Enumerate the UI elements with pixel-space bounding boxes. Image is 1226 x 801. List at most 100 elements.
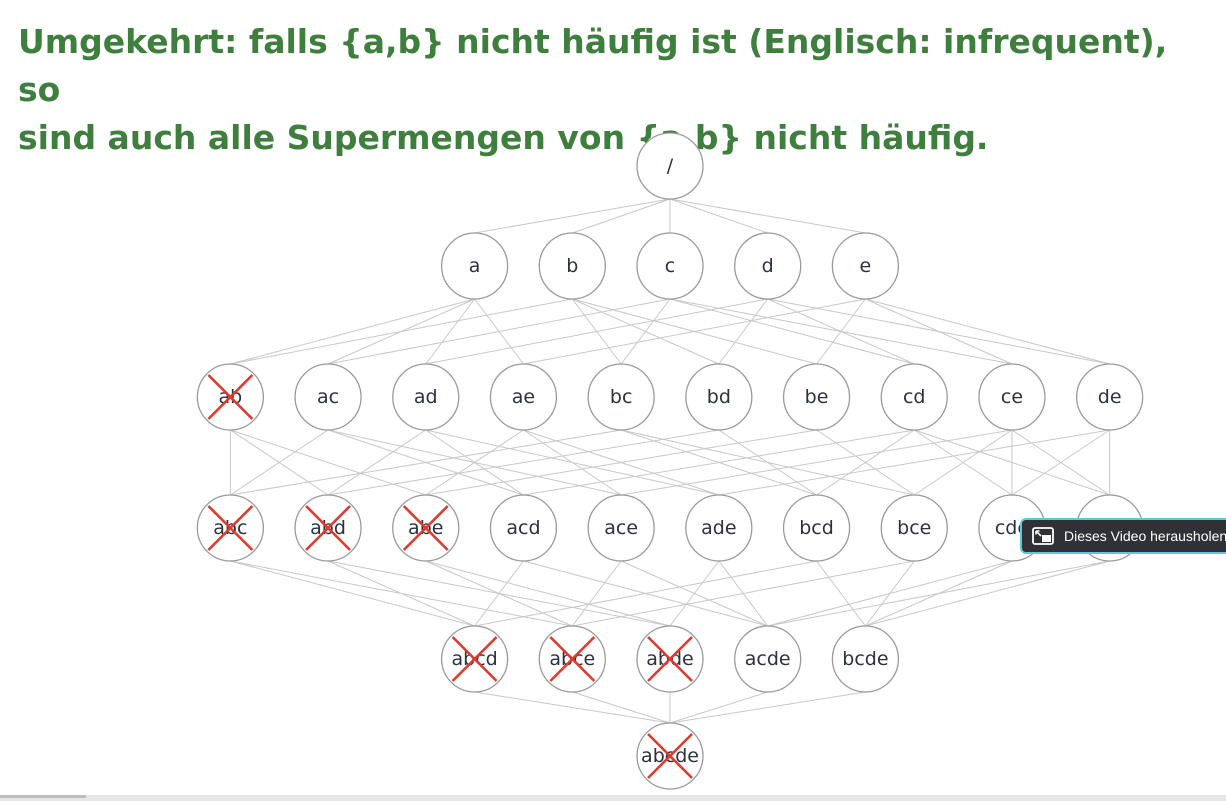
lattice-edge (816, 429, 915, 496)
lattice-edge (230, 298, 475, 365)
lattice-node-label: / (667, 155, 674, 177)
lattice-edge (571, 560, 622, 627)
lattice-edge (865, 298, 1110, 365)
lattice-edge (230, 298, 573, 365)
lattice-node-label: bcd (799, 517, 834, 539)
lattice-node-circle (489, 363, 558, 431)
lattice-node-circle (734, 625, 802, 693)
lattice-node: d (734, 232, 802, 300)
lattice-edge (425, 560, 671, 627)
cross-mark (207, 374, 254, 420)
lattice-node: bcde (831, 625, 900, 693)
lattice-node-circle (734, 232, 802, 300)
lattice-node-circle (587, 494, 655, 562)
lattice-node: ace (587, 494, 655, 562)
lattice-node: bd (685, 363, 753, 431)
lattice-node-circle (880, 363, 948, 431)
lattice-node-label: bd (707, 386, 731, 408)
lattice-node: abce (538, 625, 606, 693)
slide-heading-line-2: sind auch alle Supermengen von {a,b} nic… (18, 118, 989, 157)
lattice-node: abc (196, 494, 265, 562)
lattice-node: be (782, 363, 851, 431)
lattice-node: abe (392, 494, 460, 562)
lattice-nodes: /abcdeabacadaebcbdbecdcedeabcabdabeacdac… (196, 132, 1144, 790)
lattice-node-label: b (566, 255, 578, 277)
slide-text: Umgekehrt: falls {a,b} nicht häufig ist … (18, 18, 1208, 162)
lattice-edge (523, 429, 915, 496)
lattice-node: ae (489, 363, 558, 431)
lattice-node-label: ade (701, 517, 736, 539)
lattice-edge (865, 298, 1013, 365)
lattice-node: ad (392, 363, 460, 431)
lattice-edge (767, 560, 1110, 627)
lattice-node-label: c (665, 255, 675, 277)
lattice-node-label: ace (604, 517, 638, 539)
lattice-node-circle (782, 363, 851, 431)
lattice-edge (767, 560, 1013, 627)
lattice-node-circle (489, 494, 558, 562)
lattice-edge (718, 429, 1110, 496)
lattice-node: cd (880, 363, 948, 431)
lattice-edge (327, 429, 719, 496)
lattice-node-label: ad (414, 386, 438, 408)
lattice-node-circle (587, 363, 655, 431)
lattice-node-label: e (860, 255, 872, 277)
lattice-node-label: bce (897, 517, 931, 539)
lattice-edge (669, 691, 768, 724)
lattice-edge (425, 429, 817, 496)
lattice-node-label: acd (506, 517, 540, 539)
lattice-node: a (440, 232, 509, 300)
cross-mark (647, 636, 693, 682)
lattice-node-label: ac (317, 386, 339, 408)
lattice-edge (474, 198, 671, 234)
lattice-node-label: bc (610, 386, 633, 408)
video-progress-bar[interactable] (0, 795, 1226, 801)
lattice-edge (230, 429, 426, 496)
lattice-node: abde (636, 625, 704, 693)
lattice-node-label: acde (745, 648, 791, 670)
lattice-edge (718, 429, 817, 496)
lattice-edge (669, 691, 866, 724)
lattice-edge (474, 691, 671, 724)
lattice-node: abd (294, 494, 362, 562)
lattice-edge (230, 560, 475, 627)
lattice-edge (572, 691, 671, 724)
lattice-node-circle (978, 363, 1046, 431)
cross-mark (451, 636, 498, 682)
lattice-edge (816, 560, 866, 627)
cross-mark (305, 505, 351, 551)
lattice-node: de (1076, 363, 1144, 431)
lattice-edge (230, 429, 329, 496)
lattice-node-circle (538, 232, 606, 300)
lattice-node-label: a (469, 255, 481, 277)
lattice-edge (327, 429, 427, 496)
lattice-edge (621, 429, 1013, 496)
lattice-edge (669, 298, 915, 365)
lattice-edge (816, 298, 866, 365)
lattice-edge (230, 429, 622, 496)
pip-button[interactable]: Dieses Video herausholen (1020, 518, 1226, 554)
lattice-node-circle (831, 625, 900, 693)
lattice-node: acde (734, 625, 802, 693)
lattice-node: ac (294, 363, 362, 431)
lattice-node-circle (636, 132, 704, 200)
lattice-node: bcd (782, 494, 851, 562)
cross-mark (647, 733, 693, 779)
lattice-node: acd (489, 494, 558, 562)
lattice-node: e (831, 232, 900, 300)
lattice-node-label: cd (903, 386, 926, 408)
lattice-edge (327, 560, 475, 627)
lattice-edge (865, 560, 1110, 627)
lattice-edge (669, 560, 720, 627)
lattice-node-label: bcde (842, 648, 888, 670)
video-progress-fill (0, 795, 86, 798)
lattice-edge (425, 298, 768, 365)
lattice-edge (474, 560, 817, 627)
lattice-node: b (538, 232, 606, 300)
lattice-node: ade (685, 494, 753, 562)
lattice-edge (523, 429, 622, 496)
lattice-node-circle (831, 232, 900, 300)
lattice-node-circle (440, 232, 509, 300)
lattice-node: ab (196, 363, 265, 431)
